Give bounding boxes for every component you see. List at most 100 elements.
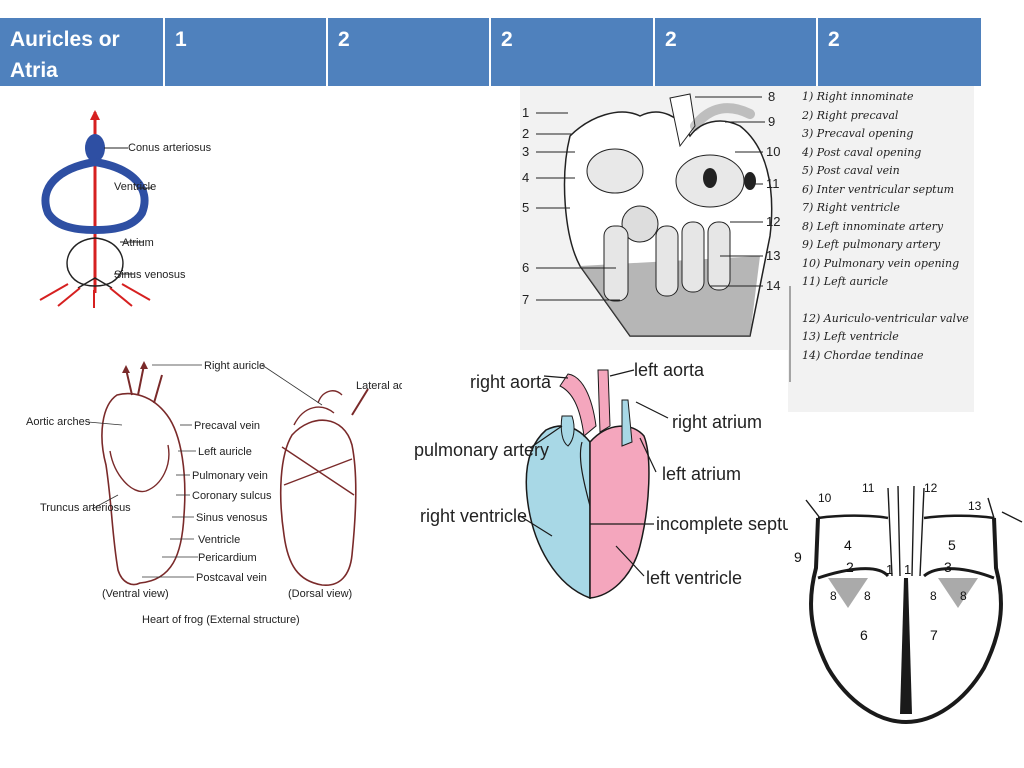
numbered-heart-section-diagram: 10 11 12 13 9 4 5 2 1 1 3 8 8 8 8 6 7 <box>794 481 1023 725</box>
number-2: 2 <box>522 126 529 141</box>
chordae <box>828 578 978 608</box>
number-5: 5 <box>948 537 956 553</box>
number-6: 6 <box>860 627 868 643</box>
number-10: 10 <box>766 144 780 159</box>
number-7: 7 <box>930 627 938 643</box>
key-item: 1) Right innominate <box>802 90 914 103</box>
arrow-up-icon <box>140 361 148 369</box>
number-8: 8 <box>830 589 837 603</box>
inflow-arrows <box>39 283 151 308</box>
key-item: 3) Precaval opening <box>802 127 913 140</box>
label-conus-arteriosus: Conus arteriosus <box>128 142 212 154</box>
valve-shape <box>621 205 659 243</box>
number-8: 8 <box>864 589 871 603</box>
label-incomplete-septum: incomplete septum <box>656 514 788 534</box>
number-7: 7 <box>522 292 529 307</box>
key-item: 2) Right precaval <box>801 109 899 122</box>
left-aorta-vessel <box>597 369 611 433</box>
label-sinus-venosus: Sinus venosus <box>196 512 268 524</box>
key-item: 8) Left innominate artery <box>802 220 944 233</box>
number-8: 8 <box>960 589 967 603</box>
number-8: 8 <box>930 589 937 603</box>
header-cell-1: 1 <box>165 18 326 86</box>
number-1: 1 <box>904 562 911 577</box>
label-left-ventricle: left ventricle <box>646 568 742 588</box>
number-2: 2 <box>846 559 854 575</box>
number-4: 4 <box>522 170 529 185</box>
pulmonary-vessel <box>621 399 633 447</box>
header-cell-3: 2 <box>491 18 653 86</box>
key-item: 10) Pulmonary vein opening <box>802 257 959 270</box>
label-atrium: Atrium <box>122 237 154 249</box>
septum-shape <box>603 225 629 302</box>
number-3: 3 <box>944 559 952 575</box>
key-item: 4) Post caval opening <box>801 146 921 159</box>
ventral-heart-outline <box>101 392 186 586</box>
number-14: 14 <box>766 278 780 293</box>
great-vessels <box>887 485 925 577</box>
label-coronary-sulcus: Coronary sulcus <box>192 490 272 502</box>
key-item: 13) Left ventricle <box>802 330 899 343</box>
aortic-arch-lines <box>125 364 163 404</box>
sinus-shape <box>77 277 113 289</box>
leader-lines <box>87 364 323 578</box>
label-left-atrium: left atrium <box>662 464 741 484</box>
number-4: 4 <box>844 537 852 553</box>
number-1: 1 <box>522 105 529 120</box>
right-auricle-chamber <box>586 148 644 194</box>
number-9: 9 <box>768 114 775 129</box>
key-item: 7) Right ventricle <box>802 201 900 214</box>
number-9: 9 <box>794 549 802 565</box>
label-pericardium: Pericardium <box>198 552 257 564</box>
leader-lines <box>519 369 669 577</box>
label-lateral-aortae: Lateral aortae <box>356 380 402 392</box>
key-item: 9) Left pulmonary artery <box>802 238 941 251</box>
key-item: 11) Left auricle <box>802 275 889 288</box>
number-13: 13 <box>766 248 780 263</box>
number-12: 12 <box>766 214 780 229</box>
number-6: 6 <box>522 260 529 275</box>
label-ventral-view: (Ventral view) <box>102 588 169 600</box>
label-right-aorta: right aorta <box>470 372 552 392</box>
label-right-atrium: right atrium <box>672 412 762 432</box>
atrioventricular-line <box>817 567 995 580</box>
label-ventricle: Ventricle <box>114 181 156 193</box>
key-item: 6) Inter ventricular septum <box>802 183 954 196</box>
heart-wall <box>809 517 1003 725</box>
leader-lines <box>536 96 765 301</box>
header-cell-2: 2 <box>328 18 489 86</box>
label-pulmonary-vein: Pulmonary vein <box>192 470 268 482</box>
label-right-ventricle: right ventricle <box>420 506 527 526</box>
fish-heart-schematic: Conus arteriosus Ventricle Atrium Sinus … <box>39 110 212 308</box>
number-13: 13 <box>968 499 982 513</box>
number-10: 10 <box>818 491 832 505</box>
label-sinus-venosus: Sinus venosus <box>114 269 186 281</box>
key-item: 14) Chordae tendinae <box>802 349 924 362</box>
number-1: 1 <box>886 562 893 577</box>
label-postcaval-vein: Postcaval vein <box>196 572 267 584</box>
sectional-heart-diagram: 1 2 3 4 5 6 7 8 9 10 11 12 13 14 1) Righ… <box>520 86 974 412</box>
label-left-auricle: Left auricle <box>198 446 252 458</box>
right-aorta-vessel <box>559 373 597 437</box>
atrium-shape <box>66 237 124 287</box>
key-list: 1) Right innominate 2) Right precaval 3)… <box>801 90 969 362</box>
dorsal-heart-outline <box>279 419 357 586</box>
ventricular-septum <box>900 578 912 714</box>
frog-heart-external-diagram: Aortic arches Truncus arteriosus Right a… <box>26 360 402 626</box>
conus-shape <box>85 134 105 162</box>
header-cell-auricles: Auricles or Atria <box>0 18 163 86</box>
label-dorsal-view: (Dorsal view) <box>288 588 352 600</box>
key-item: 12) Auriculo-ventricular valve <box>802 312 969 325</box>
label-right-auricle: Right auricle <box>204 360 265 372</box>
header-cell-5: 2 <box>818 18 981 86</box>
number-8: 8 <box>768 89 775 104</box>
arrow-up-icon <box>90 110 100 120</box>
vessel-shape <box>669 93 696 148</box>
number-12: 12 <box>924 481 938 495</box>
pulmonary-artery-vessel <box>560 415 575 447</box>
label-pulmonary-artery: pulmonary artery <box>414 440 549 460</box>
caption: Heart of frog (External structure) <box>142 614 300 626</box>
key-background <box>788 86 974 412</box>
label-ventricle: Ventricle <box>198 534 240 546</box>
number-3: 3 <box>522 144 529 159</box>
